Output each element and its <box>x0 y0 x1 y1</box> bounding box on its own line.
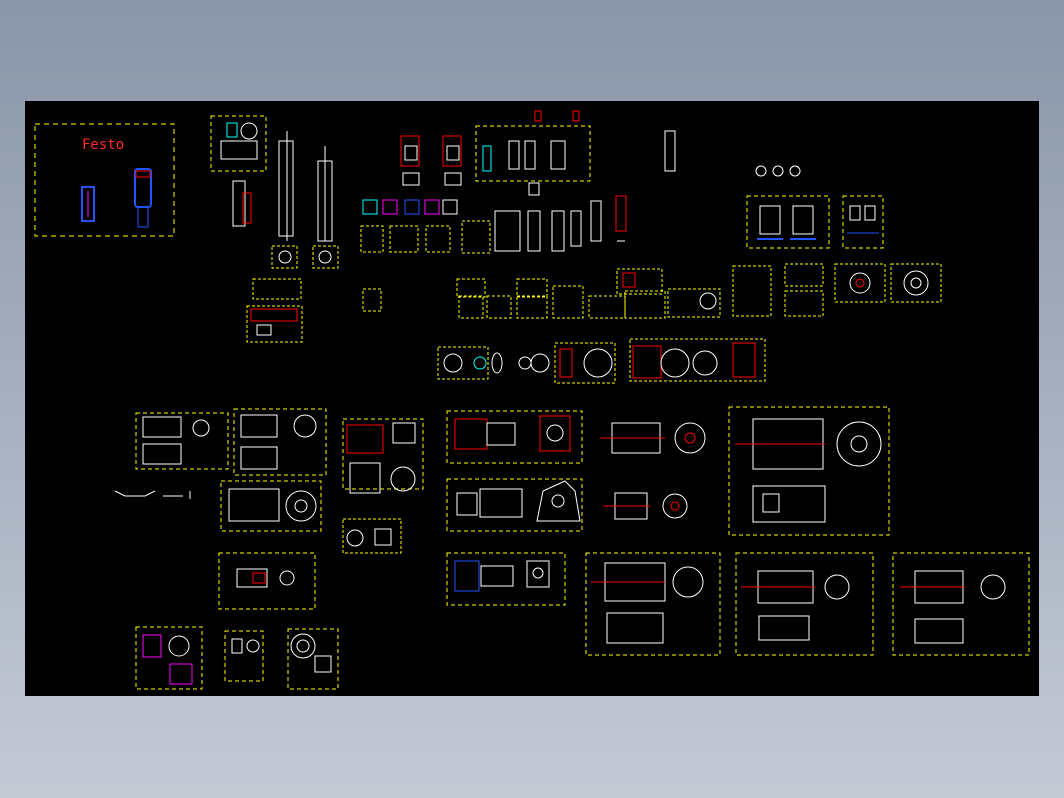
bottom-left-blocks <box>135 552 339 690</box>
coupling-row <box>437 338 766 384</box>
motor-group-left <box>114 408 424 554</box>
gear-motor-group <box>446 410 583 606</box>
blue-cylinder-block <box>746 195 884 249</box>
festo-label: Festo <box>82 137 125 153</box>
lower-motor-blocks <box>585 552 1030 656</box>
valve-group <box>400 110 591 196</box>
cad-viewport[interactable]: Festo <box>25 101 1039 696</box>
actuator-group-1 <box>210 115 339 269</box>
motor-group-medium <box>600 422 706 520</box>
fittings-row <box>360 130 801 254</box>
bearing-row <box>246 263 942 343</box>
cad-drawing <box>34 110 1030 690</box>
festo-block <box>34 123 175 237</box>
large-motor-block <box>728 406 890 536</box>
